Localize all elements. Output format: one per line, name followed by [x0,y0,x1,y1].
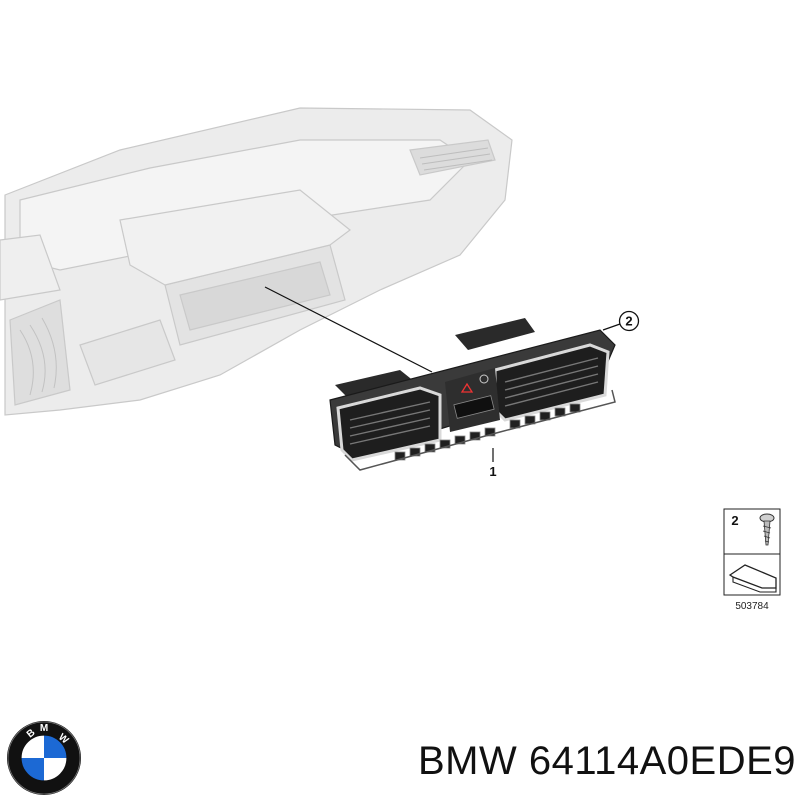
leader-line-2 [602,323,621,331]
center-air-vent-control-panel [329,318,616,471]
svg-text:M: M [40,723,48,734]
leader-line-1 [264,286,433,373]
callout-2-circle [618,310,640,332]
part-number-title: BMW 64114A0EDE9 [417,739,796,783]
fastener-legend: 2 503784 [723,508,781,612]
callout-1-number: 1 [489,464,496,479]
dashboard-illustration [0,107,513,416]
legend-item-number: 2 [731,513,738,528]
callout-2-number: 2 [625,314,632,329]
screw-icon [759,513,775,546]
bmw-logo: B M W [4,718,84,798]
diagram-id: 503784 [735,601,769,612]
part-outline-icon [728,564,777,593]
